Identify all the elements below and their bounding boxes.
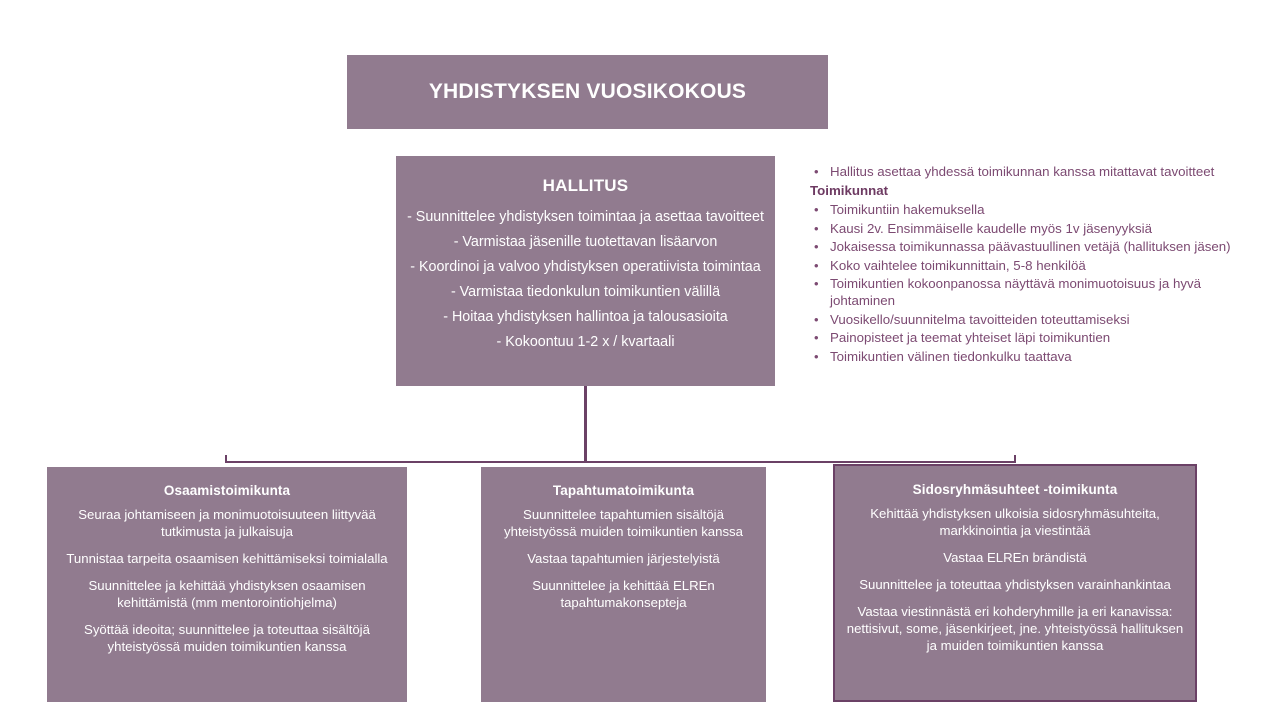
committee-task: Suunnittelee tapahtumien sisältöjä yhtei… [504, 507, 743, 539]
bullet-icon: • [814, 330, 819, 346]
board-duty-line: - Varmistaa jäsenille tuotettavan lisäar… [453, 234, 718, 250]
notes-bullet-text: Hallitus asettaa yhdessä toimikunnan kan… [830, 164, 1215, 179]
committee-task: Seuraa johtamiseen ja monimuotoisuuteen … [78, 507, 376, 539]
committee-task: Vastaa ELREn brändistä [943, 550, 1087, 565]
board-heading: HALLITUS [542, 176, 629, 195]
committee-task: Suunnittelee ja kehittää yhdistyksen osa… [88, 578, 366, 610]
connector-stub-left [225, 455, 227, 463]
notes-bullet-item: • Koko vaihtelee toimikunnittain, 5-8 hen… [810, 257, 1242, 274]
committee-task: Suunnittelee ja kehittää ELREn tapahtuma… [532, 578, 715, 610]
committee-task: Syöttää ideoita; suunnittelee ja toteutt… [84, 622, 370, 654]
board-duty-line: - Suunnittelee yhdistyksen toimintaa ja … [407, 209, 764, 225]
notes-bullet-text: Painopisteet ja teemat yhteiset läpi toi… [830, 330, 1111, 346]
notes-bullet-item: • Toimikuntien kokoonpanossa näyttävä mon… [810, 275, 1242, 310]
notes-bullet-text: Vuosikello/suunnitelma tavoitteiden tote… [830, 311, 1130, 327]
notes-bullet-text: Toimikuntien välinen tiedonkulku taattav… [830, 348, 1072, 364]
committee-task: Vastaa viestinnästä eri kohderyhmille ja… [846, 604, 1184, 653]
committee-title: Sidosryhmäsuhteet -toimikunta [912, 482, 1118, 497]
notes-bullet-item: • Vuosikello/suunnitelma tavoitteiden tot… [810, 311, 1242, 328]
notes-bullet-item: • Toimikuntiin hakemuksella [810, 201, 1242, 218]
committee-title: Tapahtumatoimikunta [552, 483, 695, 498]
board-duty-list: - Suunnittelee yhdistyksen toimintaa ja … [400, 205, 771, 355]
bullet-icon: • [814, 202, 819, 218]
board-duty-line: - Varmistaa tiedonkulun toimikuntien väl… [450, 284, 721, 300]
bullet-icon: • [814, 348, 819, 364]
committee-task: Vastaa tapahtumien järjestelyistä [527, 551, 720, 566]
notes-bullet-text: Jokaisessa toimikunnassa päävastuullinen… [830, 239, 1231, 255]
connector-board-to-committees-vertical [584, 386, 587, 463]
notes-subheading: Toimikunnat [810, 183, 889, 199]
connector-stub-right [1014, 455, 1016, 463]
board-duty-line: - Koordinoi ja valvoo yhdistyksen operat… [410, 259, 761, 275]
committee-task: Suunnittelee ja toteuttaa yhdistyksen va… [859, 577, 1171, 592]
committee-task: Kehittää yhdistyksen ulkoisia sidosryhmä… [870, 506, 1160, 538]
bullet-icon: • [814, 311, 819, 327]
bullet-icon: • [814, 257, 819, 273]
notes-bullet-text: Kausi 2v. Ensimmäiselle kaudelle myös 1v… [830, 220, 1152, 236]
notes-bullet-item: • Jokaisessa toimikunnassa päävastuulline… [810, 238, 1242, 255]
annual-meeting-title-box: YHDISTYKSEN VUOSIKOKOUS [347, 55, 828, 129]
notes-bullet-text: Toimikuntiin hakemuksella [830, 202, 985, 218]
bullet-icon: • [814, 220, 819, 236]
notes-bullet-item: • Kausi 2v. Ensimmäiselle kaudelle myös 1… [810, 220, 1242, 237]
bullet-icon: • [814, 276, 819, 292]
annual-meeting-title-text: YHDISTYKSEN VUOSIKOKOUS [428, 80, 747, 103]
board-duty-line: - Hoitaa yhdistyksen hallintoa ja talous… [443, 309, 728, 325]
bullet-icon: • [814, 239, 819, 255]
notes-panel: • Hallitus asettaa yhdessä toimikunnan ka… [810, 163, 1242, 366]
committee-title: Osaamistoimikunta [163, 483, 291, 498]
notes-bullet-text: Koko vaihtelee toimikunnittain, 5-8 henk… [830, 257, 1086, 273]
connector-committees-horizontal [225, 461, 1016, 463]
notes-bullet-item: • Toimikuntien välinen tiedonkulku taatta… [810, 348, 1242, 365]
notes-bullet-item: • Painopisteet ja teemat yhteiset läpi to… [810, 329, 1242, 346]
notes-bullet-text: Toimikuntien kokoonpanossa näyttävä moni… [830, 276, 1202, 309]
board-box: HALLITUS - Suunnittelee yhdistyksen toim… [396, 156, 775, 386]
notes-bullet-item: • Hallitus asettaa yhdessä toimikunnan ka… [810, 163, 1242, 180]
board-duty-line: - Kokoontuu 1-2 x / kvartaali [496, 334, 675, 350]
bullet-icon: • [814, 164, 819, 179]
committee-task: Tunnistaa tarpeita osaamisen kehittämise… [66, 551, 388, 566]
